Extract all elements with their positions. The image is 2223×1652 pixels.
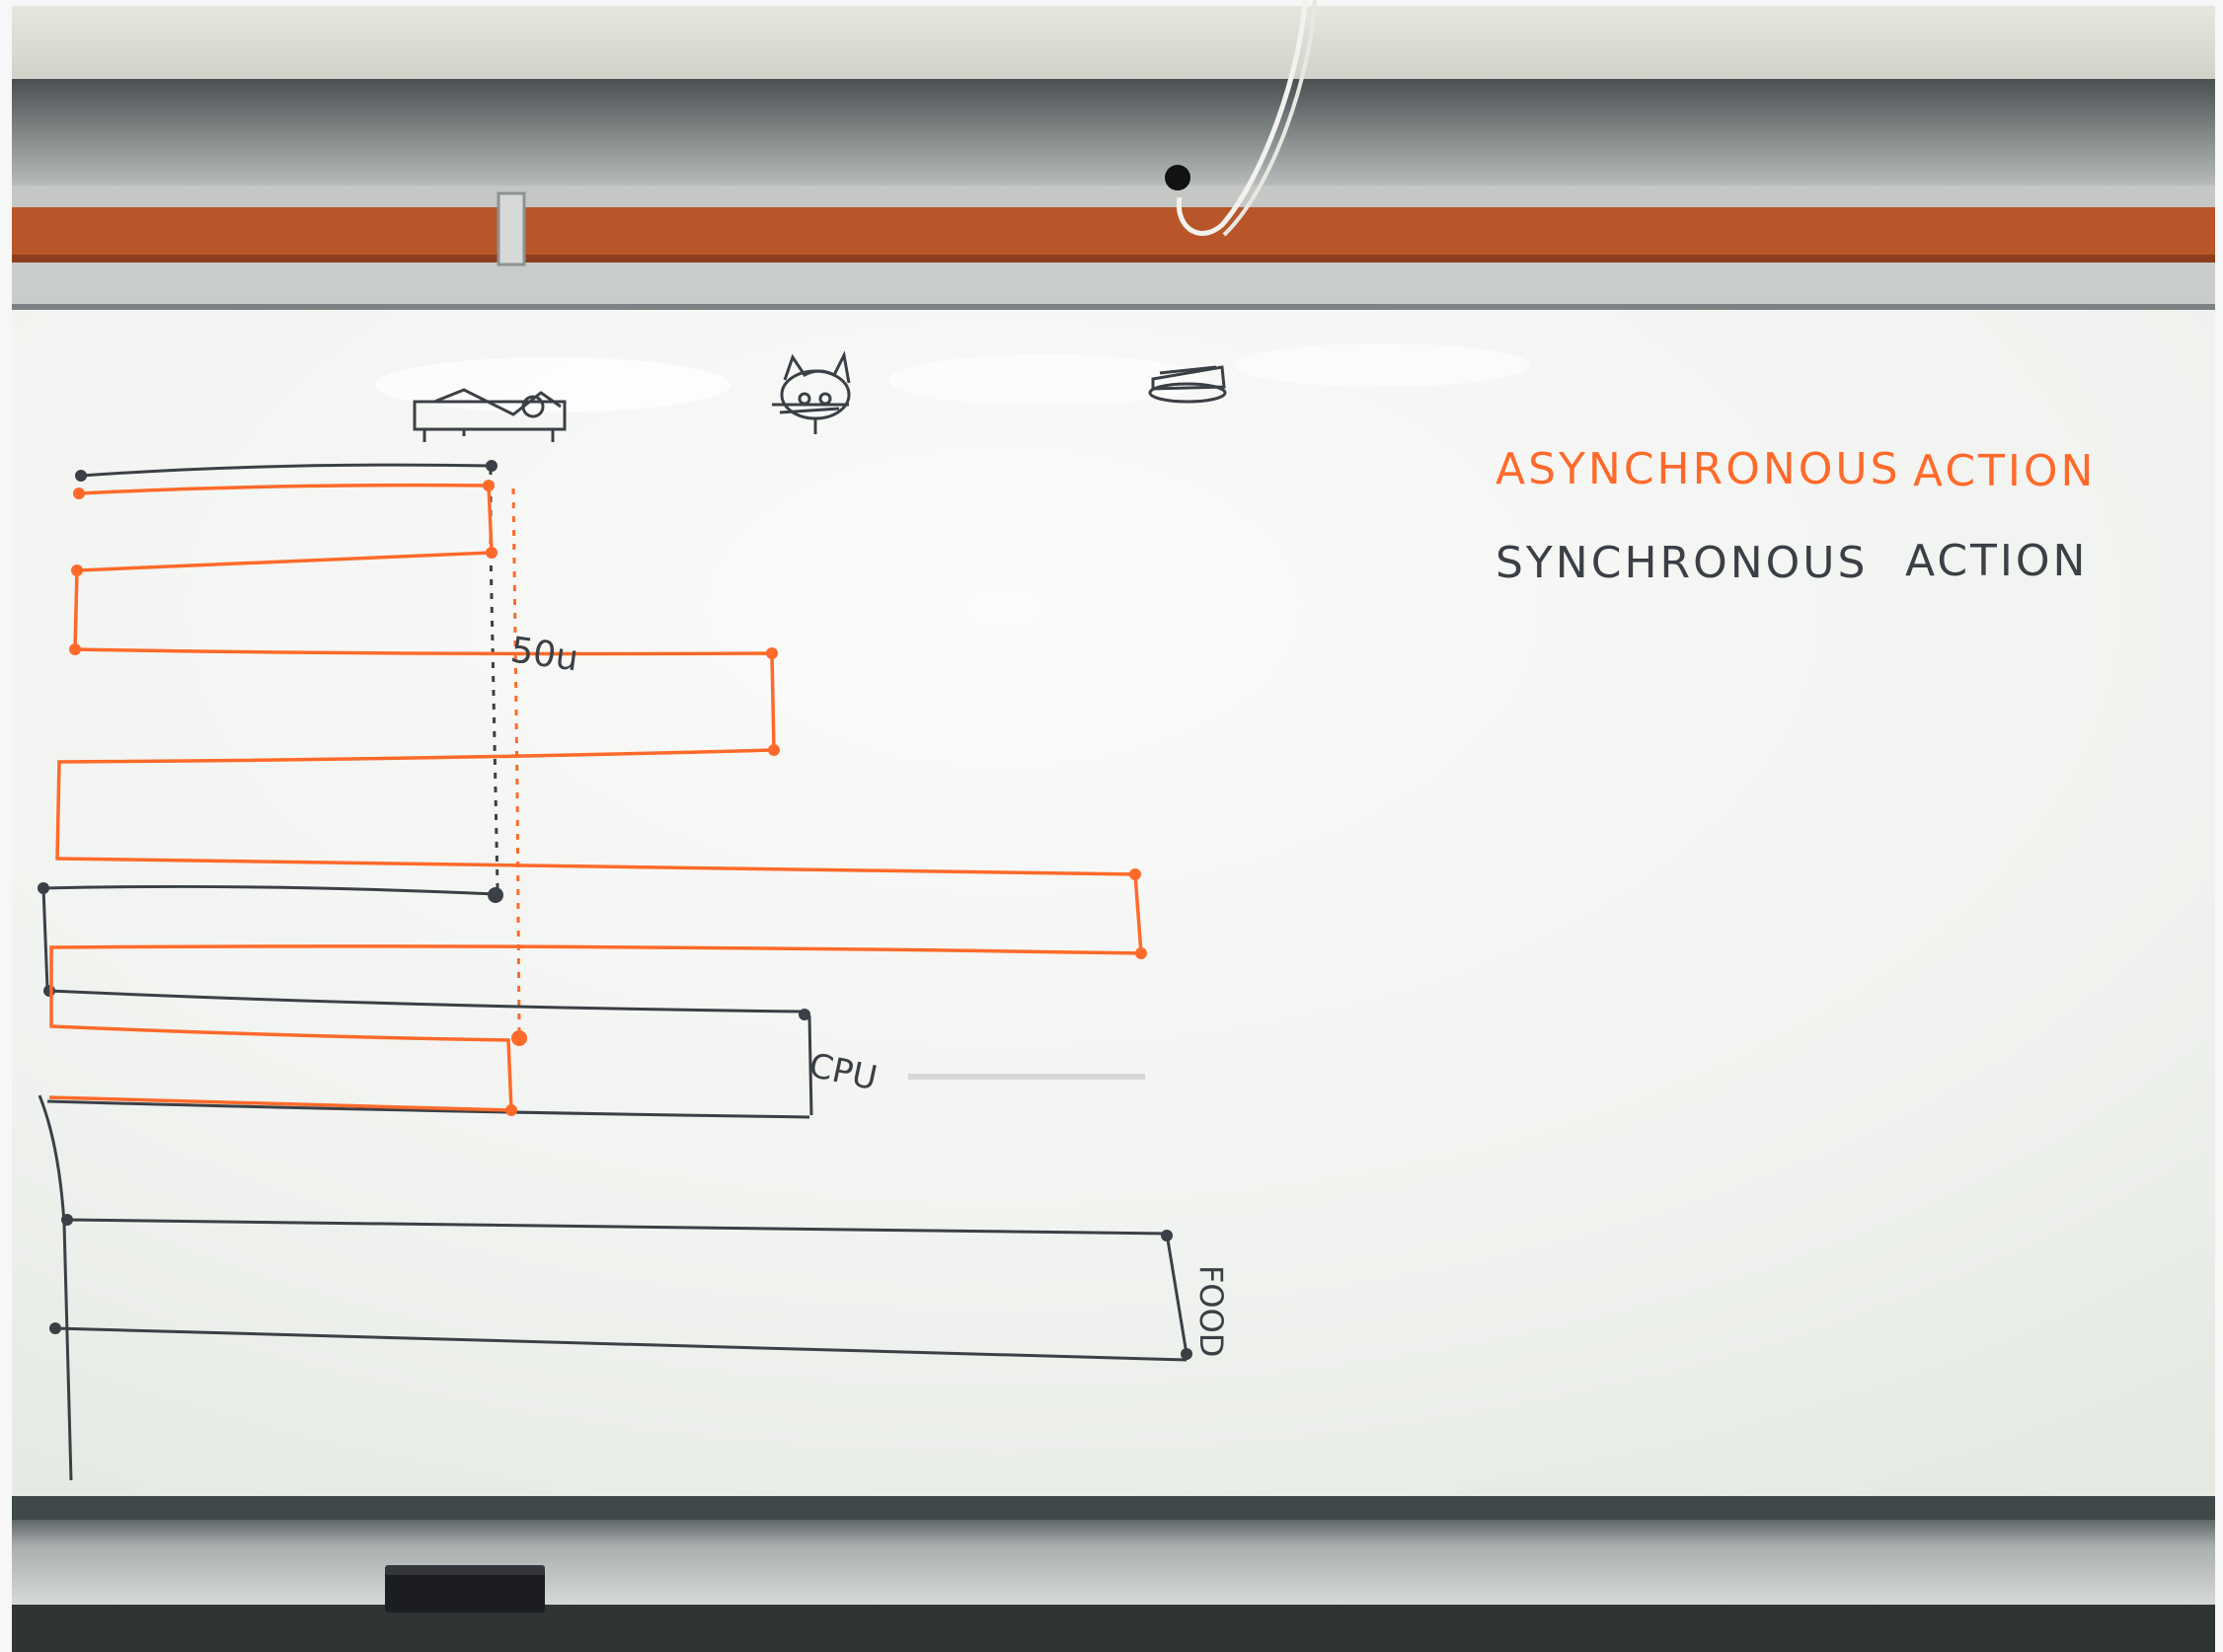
async-endpoints [69, 480, 1147, 1116]
map-rail [12, 263, 2215, 308]
tray-lip [12, 1496, 2215, 1520]
hanging-cord [1176, 0, 1308, 236]
smudge [908, 1074, 1145, 1080]
async-dotted-guide [511, 488, 521, 1037]
legend-sync-action: ACTION [1905, 536, 2088, 586]
upper-rail [12, 79, 2215, 188]
annotation-food: FOOD [1192, 1265, 1230, 1357]
legend-async-action: ACTION [1913, 446, 2096, 496]
cork-top-trim [12, 186, 2215, 207]
annotation-50u: 50u [508, 630, 581, 679]
cord-hook [1165, 165, 1190, 190]
whiteboard [12, 310, 2215, 1498]
map-rail-edge [12, 304, 2215, 310]
map-clip [497, 191, 526, 266]
hanging-cord-2 [1222, 0, 1317, 237]
async-action-lines [48, 483, 1143, 1112]
cork-strip [12, 207, 2215, 261]
cake-icon [1148, 365, 1227, 404]
eraser [385, 1565, 545, 1613]
cork-shadow [12, 255, 2215, 263]
cat-face-icon [772, 350, 851, 434]
trolley-icon [413, 388, 567, 442]
legend-sync-label: SYNCHRONOUS [1495, 538, 1868, 588]
sync-dotted-guide [489, 469, 499, 889]
eraser-top [385, 1565, 545, 1575]
marker-tray [12, 1520, 2215, 1609]
floor-shadow [12, 1605, 2215, 1652]
legend-async-label: ASYNCHRONOUS [1495, 444, 1901, 494]
